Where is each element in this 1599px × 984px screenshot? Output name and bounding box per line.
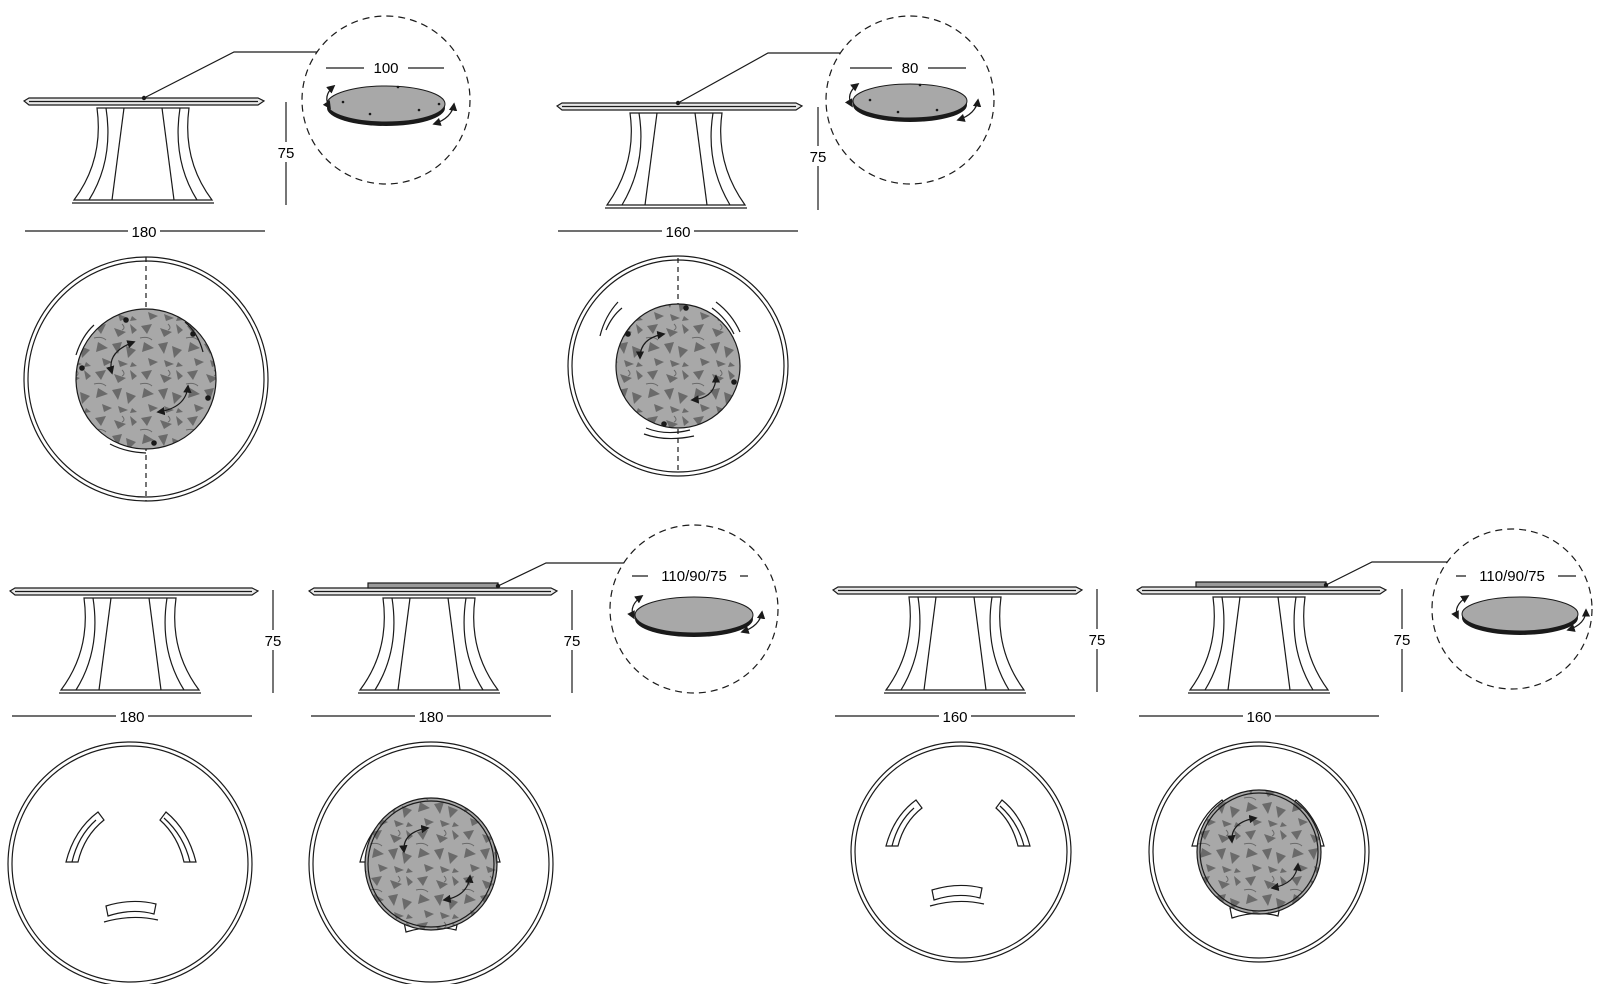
group-c: 75 180 bbox=[7, 587, 285, 984]
height-label: 75 bbox=[278, 145, 295, 162]
width-dimension: 160 bbox=[1139, 707, 1379, 726]
plan-view bbox=[23, 256, 269, 502]
group-f: 75 160 110/90/75 bbox=[1135, 528, 1593, 963]
elevation-view bbox=[1135, 561, 1456, 694]
width-dimension: 180 bbox=[25, 222, 265, 241]
detail-callout: 100 bbox=[301, 15, 471, 185]
width-label: 180 bbox=[119, 709, 144, 726]
elevation-view bbox=[555, 52, 850, 209]
height-dimension: 75 bbox=[259, 590, 285, 693]
group-b: 75 160 80 bbox=[555, 15, 995, 477]
detail-callout: 80 bbox=[825, 15, 995, 185]
detail-diameter-label: 80 bbox=[902, 60, 919, 77]
height-label: 75 bbox=[1089, 632, 1106, 649]
height-label: 75 bbox=[1394, 632, 1411, 649]
plan-view bbox=[308, 741, 554, 984]
group-a: 75 180 100 bbox=[22, 15, 471, 502]
width-dimension: 180 bbox=[311, 707, 551, 726]
elevation-view bbox=[8, 587, 260, 694]
width-label: 180 bbox=[131, 224, 156, 241]
width-label: 160 bbox=[1246, 709, 1271, 726]
height-label: 75 bbox=[810, 149, 827, 166]
width-label: 160 bbox=[942, 709, 967, 726]
detail-diameter-label: 100 bbox=[373, 60, 398, 77]
height-dimension: 75 bbox=[804, 107, 830, 210]
detail-diameter-label: 110/90/75 bbox=[661, 568, 727, 585]
height-label: 75 bbox=[564, 633, 581, 650]
height-dimension: 75 bbox=[1388, 589, 1414, 692]
height-dimension: 75 bbox=[272, 102, 298, 205]
plan-view bbox=[1148, 741, 1370, 963]
elevation-view bbox=[831, 586, 1084, 694]
width-label: 180 bbox=[418, 709, 443, 726]
group-d: 75 180 110/90/75 bbox=[307, 524, 779, 984]
detail-diameter-label: 110/90/75 bbox=[1479, 568, 1545, 585]
plan-view bbox=[567, 255, 789, 477]
height-label: 75 bbox=[265, 633, 282, 650]
detail-callout: 110/90/75 bbox=[609, 524, 779, 694]
plan-view bbox=[850, 741, 1072, 963]
detail-callout: 110/90/75 bbox=[1431, 528, 1593, 690]
width-dimension: 160 bbox=[558, 222, 798, 241]
elevation-view bbox=[22, 51, 318, 204]
height-dimension: 75 bbox=[558, 590, 584, 693]
elevation-view bbox=[307, 562, 624, 694]
height-dimension: 75 bbox=[1083, 589, 1109, 692]
group-e: 75 160 bbox=[831, 586, 1109, 963]
width-dimension: 160 bbox=[835, 707, 1075, 726]
plan-view bbox=[7, 741, 253, 984]
width-label: 160 bbox=[665, 224, 690, 241]
width-dimension: 180 bbox=[12, 707, 252, 726]
